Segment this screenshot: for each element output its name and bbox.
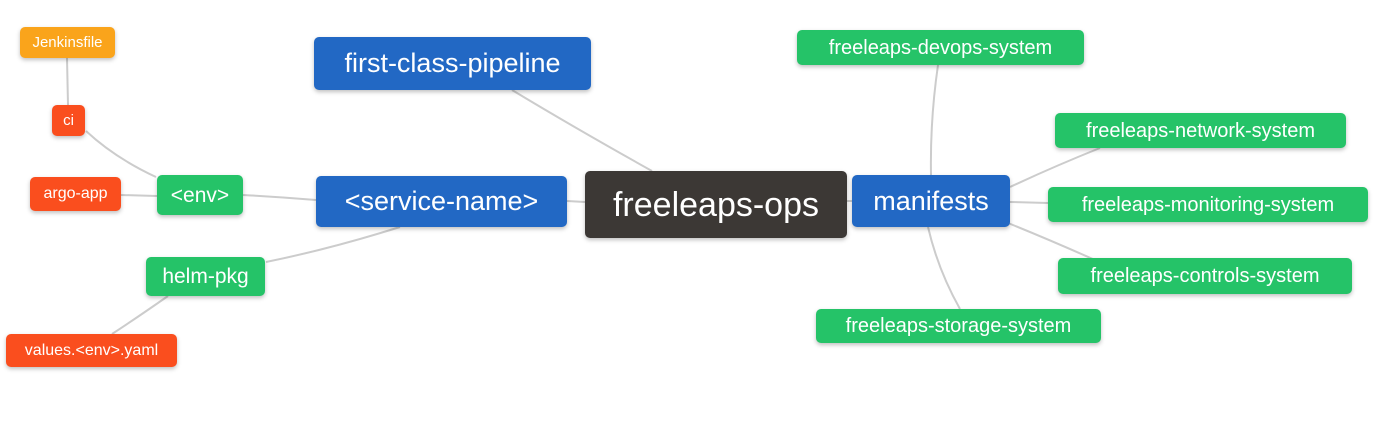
edge-argo-app-env <box>120 194 158 197</box>
node-first-class-pipeline[interactable]: first-class-pipeline <box>314 37 591 90</box>
node-controls-system[interactable]: freeleaps-controls-system <box>1058 258 1352 294</box>
node-devops-system[interactable]: freeleaps-devops-system <box>797 30 1084 65</box>
node-jenkinsfile[interactable]: Jenkinsfile <box>20 27 115 58</box>
node-values-env-yaml[interactable]: values.<env>.yaml <box>6 334 177 367</box>
edge-service-name-freeleaps-ops <box>566 200 586 203</box>
edge-helm-pkg-values-env-yaml <box>111 295 169 335</box>
node-argo-app[interactable]: argo-app <box>30 177 121 211</box>
edge-first-class-pipeline-freeleaps-ops <box>511 89 653 172</box>
node-service-name[interactable]: <service-name> <box>316 176 567 227</box>
node-ci[interactable]: ci <box>52 105 85 136</box>
node-monitoring-system[interactable]: freeleaps-monitoring-system <box>1048 187 1368 222</box>
node-freeleaps-ops[interactable]: freeleaps-ops <box>585 171 847 238</box>
node-network-system[interactable]: freeleaps-network-system <box>1055 113 1346 148</box>
edge-manifests-devops-system <box>929 64 939 176</box>
node-env[interactable]: <env> <box>157 175 243 215</box>
edge-jenkinsfile-ci <box>66 57 69 106</box>
edge-manifests-network-system <box>1009 147 1101 188</box>
node-storage-system[interactable]: freeleaps-storage-system <box>816 309 1101 343</box>
edge-service-name-helm-pkg <box>265 226 401 263</box>
edge-ci-env <box>85 130 157 178</box>
node-helm-pkg[interactable]: helm-pkg <box>146 257 265 296</box>
edge-manifests-storage-system <box>927 226 961 310</box>
edge-manifests-monitoring-system <box>1009 201 1049 204</box>
edge-env-service-name <box>242 194 317 201</box>
edge-manifests-controls-system <box>1007 222 1096 261</box>
node-manifests[interactable]: manifests <box>852 175 1010 227</box>
